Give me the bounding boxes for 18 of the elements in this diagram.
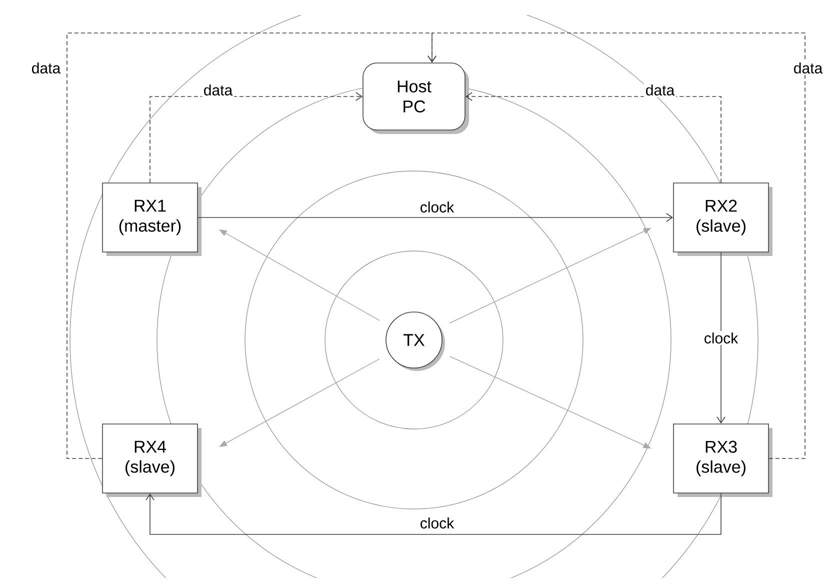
edge-label: clock — [702, 331, 740, 345]
receiver-box: RX1 (master) — [102, 182, 202, 256]
clock-connector — [716, 252, 726, 424]
data-connector — [465, 92, 722, 183]
data-connector — [150, 92, 363, 183]
edge-label: data — [644, 83, 676, 97]
receiver-box: RX3 (slave) — [673, 424, 772, 497]
clock-connector — [146, 493, 722, 535]
receiver-box: RX2 (slave) — [673, 182, 772, 256]
edge-label: clock — [418, 200, 456, 214]
edge-label: clock — [418, 516, 456, 530]
data-connector — [428, 32, 806, 459]
edge-label: data — [202, 83, 234, 97]
edge-label: data — [30, 61, 62, 75]
clock-connector — [198, 213, 674, 222]
host-box: Host PC — [362, 62, 469, 134]
edge-label: data — [792, 61, 824, 75]
receiver-box: RX4 (slave) — [102, 424, 202, 497]
